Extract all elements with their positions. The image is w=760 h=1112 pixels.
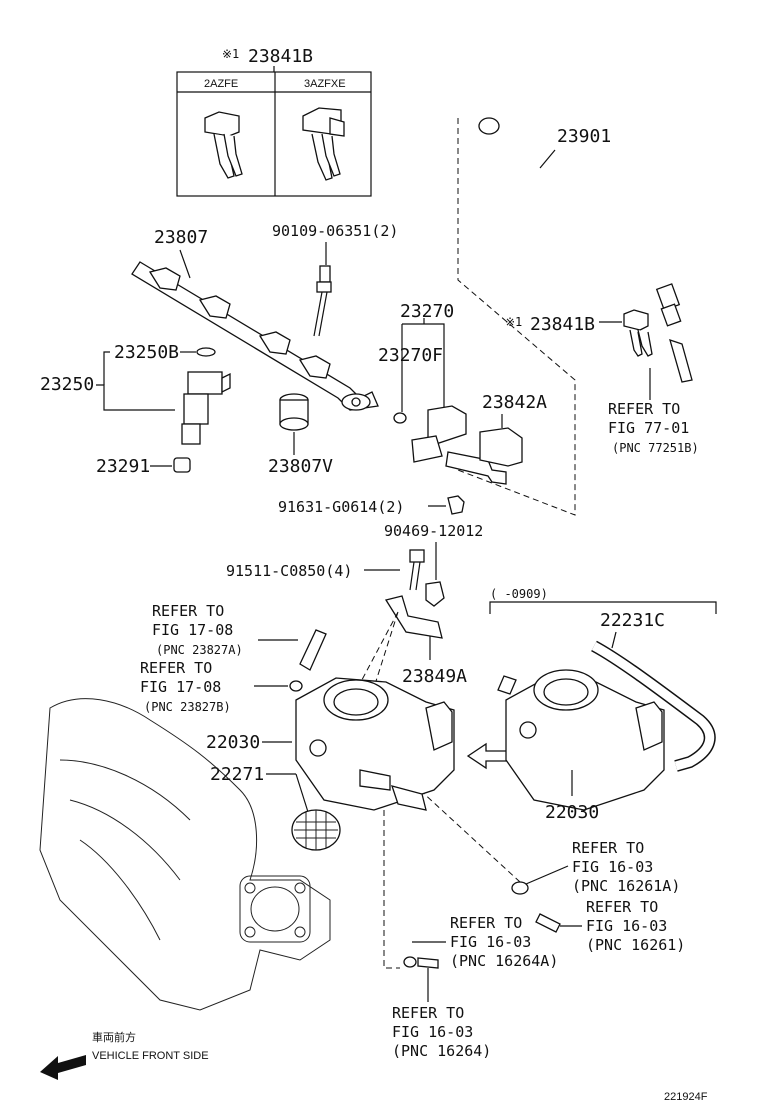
bolt-90469-label[interactable]: 90469-12012 <box>384 522 483 540</box>
ref2-line1[interactable]: REFER TO <box>152 602 224 620</box>
bolt-91511-label[interactable]: 91511-C0850(4) <box>226 562 352 580</box>
ref4-line3[interactable]: (PNC 16261A) <box>572 877 680 895</box>
insulator-icon <box>279 393 309 431</box>
fuel-hose-assembly: 23901 <box>457 117 682 516</box>
delivery-pipe: 23807 <box>131 227 379 411</box>
ref2-line3[interactable]: (PNC 23827A) <box>156 643 243 657</box>
sensor-variant-box: ※1 23841B 2AZFE 3AZFXE <box>176 46 372 197</box>
injector-label[interactable]: 23250 <box>40 374 94 395</box>
intake-manifold <box>39 698 331 1011</box>
delivery-pipe-label[interactable]: 23807 <box>154 227 208 248</box>
insulator-label[interactable]: 23807V <box>268 456 333 477</box>
ref1-line1[interactable]: REFER TO <box>608 400 680 418</box>
front-direction-arrow-icon <box>40 1055 86 1080</box>
sensor-mid-label[interactable]: 23841B <box>530 314 595 335</box>
oring-regulator-label[interactable]: 23270F <box>378 345 443 366</box>
oring-label[interactable]: 23250B <box>114 342 179 363</box>
bracket-23849-icon <box>384 595 443 639</box>
gasket-label[interactable]: 22271 <box>210 764 264 785</box>
ref4-line2[interactable]: FIG 16-03 <box>572 858 653 876</box>
variant-b-label: 3AZFXE <box>304 78 346 90</box>
ref3-line1[interactable]: REFER TO <box>140 659 212 677</box>
sensor-mid-group: ※1 23841B <box>505 309 693 383</box>
injector-icon <box>181 371 231 445</box>
bolt-90109-icon <box>313 265 332 337</box>
ref7-line2[interactable]: FIG 16-03 <box>392 1023 473 1041</box>
variant-a-label: 2AZFE <box>204 78 238 90</box>
sensor-2azfe-icon <box>204 111 243 179</box>
bracket-23842-label[interactable]: 23842A <box>482 392 547 413</box>
throttle-body-left <box>295 677 455 811</box>
bracket-23849-label[interactable]: 23849A <box>402 666 467 687</box>
regulator-icon <box>411 405 507 485</box>
gasket-icon <box>291 809 341 851</box>
front-direction-en: VEHICLE FRONT SIDE <box>92 1050 209 1062</box>
throttle-right-label[interactable]: 22030 <box>545 802 599 823</box>
ref7-line3[interactable]: (PNC 16264) <box>392 1042 491 1060</box>
sensor-top-label[interactable]: 23841B <box>248 46 313 67</box>
grommet-label[interactable]: 23291 <box>96 456 150 477</box>
ref4-line1[interactable]: REFER TO <box>572 839 644 857</box>
date-range-label: ( -0909) <box>490 587 548 601</box>
ref1-line2[interactable]: FIG 77-01 <box>608 419 689 437</box>
ref3-line2[interactable]: FIG 17-08 <box>140 678 221 696</box>
hose-upper-label[interactable]: 23901 <box>557 126 611 147</box>
bolt-90109-label[interactable]: 90109-06351(2) <box>272 222 398 240</box>
ref5-line2[interactable]: FIG 16-03 <box>586 917 667 935</box>
throttle-body-right <box>497 669 665 811</box>
ref3-line3[interactable]: (PNC 23827B) <box>144 700 231 714</box>
ref5-line3[interactable]: (PNC 16261) <box>586 936 685 954</box>
front-direction-jp: 車両前方 <box>92 1030 136 1044</box>
regulator-label[interactable]: 23270 <box>400 301 454 322</box>
ref5-line1[interactable]: REFER TO <box>586 898 658 916</box>
bolt-91631-label[interactable]: 91631-G0614(2) <box>278 498 404 516</box>
sensor-top-asterisk: ※1 <box>222 47 239 61</box>
ref1-line3[interactable]: (PNC 77251B) <box>612 441 699 455</box>
ref6-line2[interactable]: FIG 16-03 <box>450 933 531 951</box>
ref6-line1[interactable]: REFER TO <box>450 914 522 932</box>
figure-code: 221924F <box>664 1091 708 1103</box>
ref7-line1[interactable]: REFER TO <box>392 1004 464 1022</box>
bolt-91511-icon <box>409 549 425 591</box>
throttle-left-label[interactable]: 22030 <box>206 732 260 753</box>
ref2-line2[interactable]: FIG 17-08 <box>152 621 233 639</box>
ref6-line3[interactable]: (PNC 16264A) <box>450 952 558 970</box>
sensor-3azfxe-icon <box>302 107 345 181</box>
hose-right-label[interactable]: 22231C <box>600 610 665 631</box>
sensor-mid-asterisk: ※1 <box>505 315 522 329</box>
